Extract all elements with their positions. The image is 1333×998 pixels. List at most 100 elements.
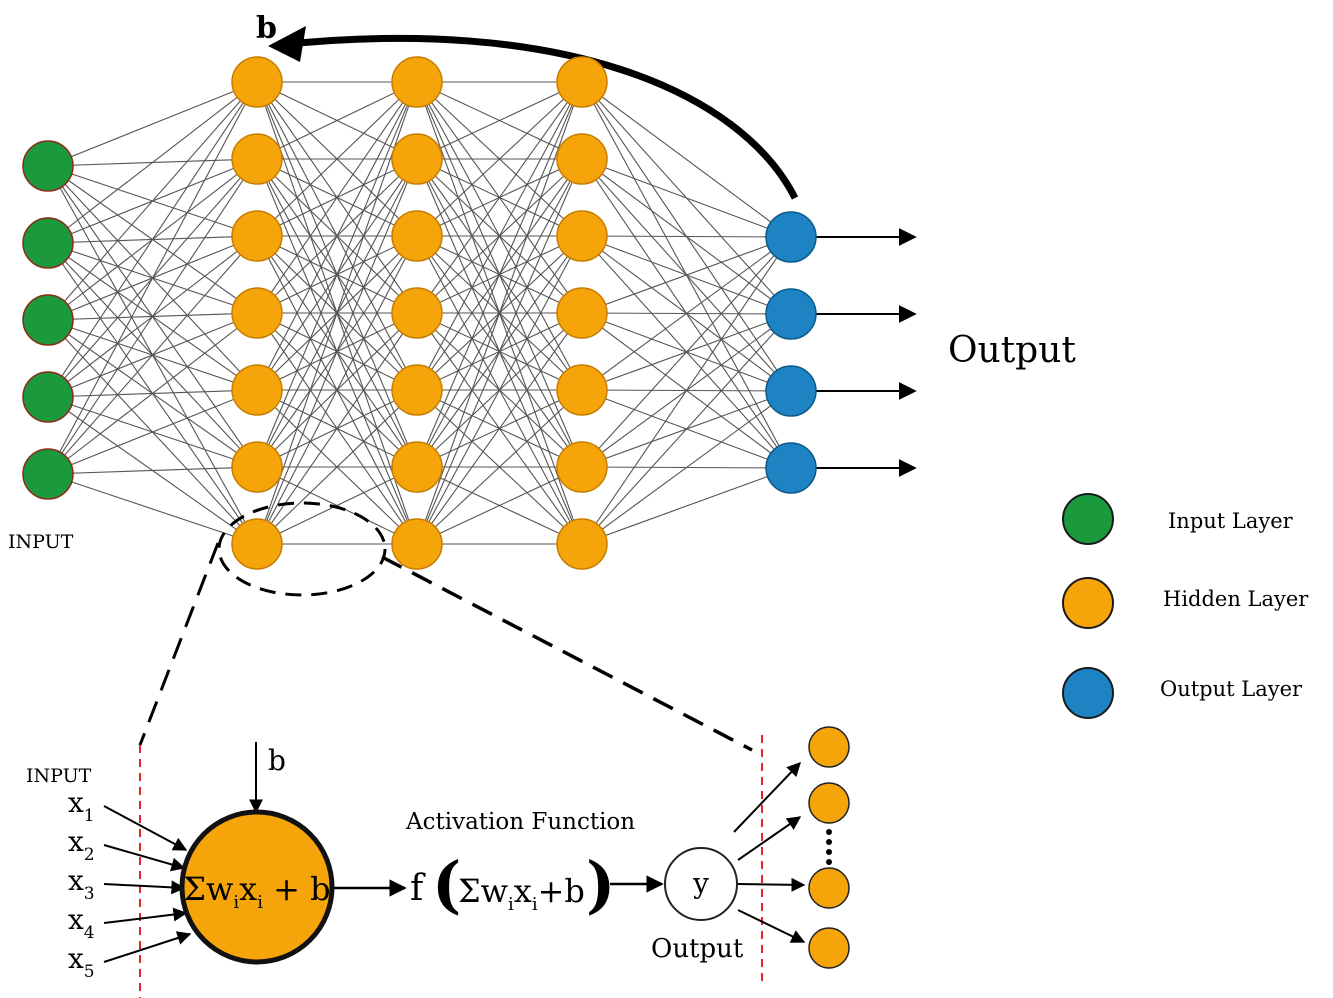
next-layer-arrow xyxy=(737,877,806,892)
input-neuron xyxy=(22,448,74,500)
legend-input-swatch xyxy=(1062,493,1114,545)
legend-output-swatch xyxy=(1062,667,1114,719)
connection-edge xyxy=(416,235,583,545)
connection-edge xyxy=(416,81,583,237)
legend: Input Layer Hidden Layer Output Layer xyxy=(1062,493,1309,719)
connection-edge xyxy=(47,81,258,475)
connection-edge xyxy=(47,473,258,545)
activation-formula: Σwixi+b xyxy=(458,872,585,915)
hidden-neuron xyxy=(231,56,283,108)
hidden-neuron xyxy=(556,133,608,185)
input-arrow xyxy=(103,805,188,851)
connection-edge xyxy=(47,158,258,475)
input-arrow xyxy=(103,844,186,872)
hidden-neuron xyxy=(231,133,283,185)
output-y-label: y xyxy=(692,867,709,900)
activation-function-title: Activation Function xyxy=(405,809,635,835)
ellipsis-dots xyxy=(826,829,832,865)
hidden-neuron xyxy=(556,364,608,416)
connection-edge xyxy=(581,236,792,391)
connection-edge xyxy=(416,389,583,545)
input-variable: x4 xyxy=(68,903,95,943)
connection-edge xyxy=(581,236,792,545)
neuron-input-label: INPUT xyxy=(26,765,92,787)
zoom-line-left xyxy=(138,542,220,746)
next-layer-arrow xyxy=(737,909,806,943)
input-label: INPUT xyxy=(8,531,74,553)
next-layer-arrow xyxy=(733,761,801,833)
connection-edge xyxy=(47,81,258,167)
connection-edge xyxy=(256,158,418,545)
connection-edge xyxy=(581,81,792,238)
output-neuron-y xyxy=(664,847,738,921)
connection-edge xyxy=(47,312,258,475)
connection-edge xyxy=(416,466,583,545)
connection-edge xyxy=(416,81,583,545)
connection-edge xyxy=(416,81,583,314)
legend-hidden-label: Hidden Layer xyxy=(1163,587,1309,611)
output-neuron xyxy=(765,442,817,494)
zoom-line-right xyxy=(381,555,753,752)
neuron-bias-label: b xyxy=(268,744,286,777)
output-label: Output xyxy=(948,330,1076,371)
input-arrow xyxy=(103,880,186,895)
next-layer-neuron xyxy=(808,867,850,909)
hidden-neuron xyxy=(391,56,443,108)
hidden-neuron xyxy=(391,133,443,185)
connection-edge xyxy=(256,81,418,237)
hidden-neuron xyxy=(391,287,443,339)
output-neuron xyxy=(765,365,817,417)
hidden-neuron xyxy=(391,364,443,416)
connection-edge xyxy=(256,466,418,545)
hidden-neuron xyxy=(556,518,608,570)
connection-edge xyxy=(581,313,792,545)
connection-edge xyxy=(581,236,792,314)
next-layer-neurons xyxy=(808,726,850,969)
output-neuron xyxy=(765,288,817,340)
neuron-output-label: Output xyxy=(651,934,744,964)
connection-edge xyxy=(581,235,792,238)
next-layer-neuron xyxy=(808,782,850,824)
connection-edge xyxy=(256,81,418,468)
input-variable: x2 xyxy=(68,825,95,865)
summation-neuron xyxy=(179,809,335,965)
connection-edge xyxy=(256,389,418,545)
connection-edge xyxy=(416,312,583,545)
connection-edge xyxy=(47,81,258,321)
connection-edge xyxy=(416,81,583,468)
activation-f: f xyxy=(410,868,426,909)
connection-edge xyxy=(581,158,792,238)
hidden-neuron xyxy=(231,210,283,262)
connection-edge xyxy=(416,158,583,545)
connection-edge xyxy=(256,81,418,391)
next-layer-arrows xyxy=(733,761,806,943)
hidden-neuron xyxy=(231,441,283,493)
next-layer-neuron xyxy=(808,927,850,969)
connection-edge xyxy=(47,389,258,475)
input-variable: x1 xyxy=(68,786,95,826)
input-arrow xyxy=(103,907,188,924)
connection-edge xyxy=(416,81,583,160)
hidden-neuron xyxy=(556,56,608,108)
legend-input-label: Input Layer xyxy=(1168,509,1294,533)
connection-edge xyxy=(581,467,792,545)
feedback-arrow-head xyxy=(268,26,306,62)
connection-edge xyxy=(416,81,583,391)
hidden-neuron xyxy=(391,441,443,493)
input-neuron xyxy=(22,217,74,269)
connection-edge xyxy=(47,81,258,398)
connection-edge xyxy=(256,81,418,314)
connection-edge xyxy=(47,235,258,475)
hidden-neuron xyxy=(231,364,283,416)
hidden-neuron xyxy=(391,210,443,262)
input-neuron xyxy=(22,294,74,346)
connection-edge xyxy=(256,81,418,545)
neuron-input-arrows xyxy=(103,805,192,963)
hidden-neuron xyxy=(391,518,443,570)
zoom-ellipse xyxy=(217,501,387,597)
input-neuron xyxy=(22,140,74,192)
input-variable: x3 xyxy=(68,864,95,904)
activation-paren-left: ( xyxy=(432,848,461,921)
